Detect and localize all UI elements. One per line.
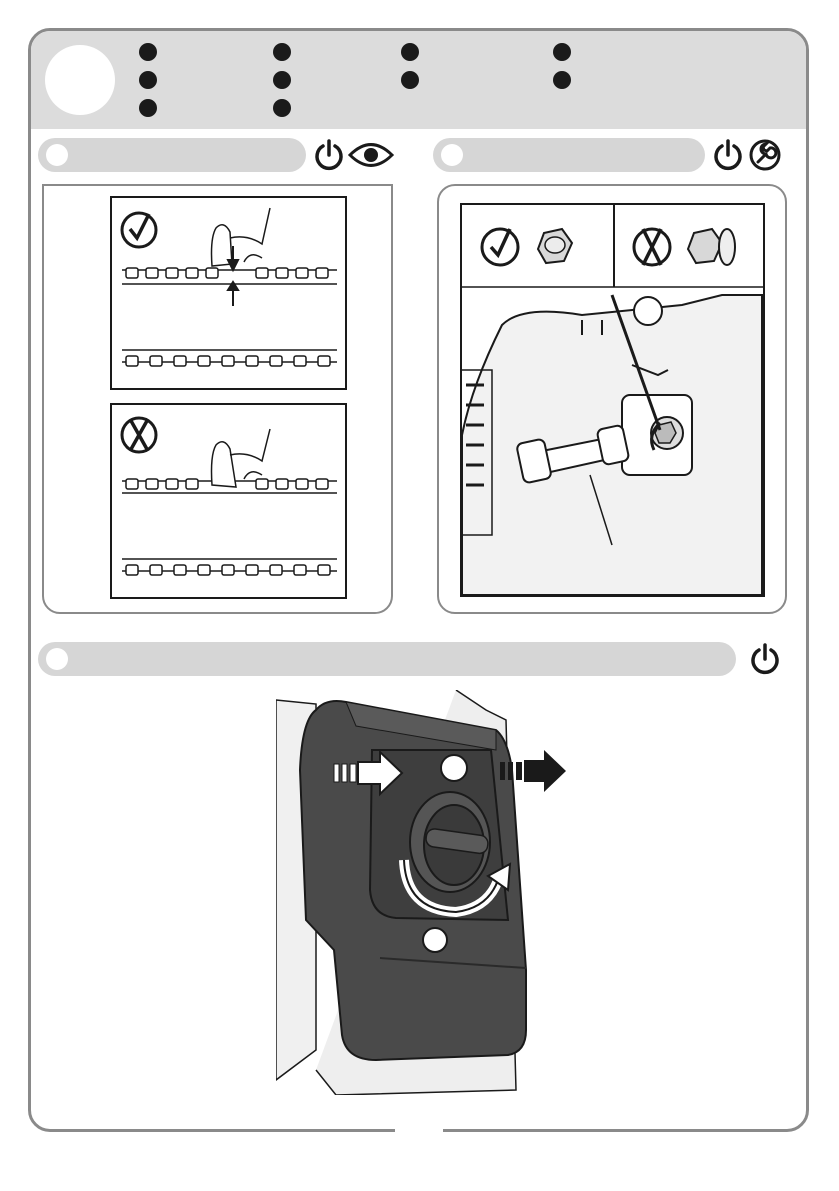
step-number-circle <box>45 45 115 115</box>
eye-icon <box>348 140 394 170</box>
bullet <box>273 43 291 61</box>
chain-incorrect-drawing <box>112 405 345 597</box>
bullet <box>139 43 157 61</box>
figure-chain-incorrect <box>110 403 347 599</box>
bullet <box>401 43 419 61</box>
section-number-dot <box>46 648 68 670</box>
section-bar-nut <box>433 138 705 172</box>
bullet <box>401 71 419 89</box>
bullet <box>553 43 571 61</box>
figure-chain-correct <box>110 196 347 390</box>
wrench-icon <box>748 138 782 172</box>
section-bar-cover <box>38 642 736 676</box>
power-off-icon <box>711 138 745 172</box>
page-number-gap <box>395 1124 443 1138</box>
section-bar-chain-check <box>38 138 306 172</box>
bullet <box>273 71 291 89</box>
bullet <box>139 99 157 117</box>
section-number-dot <box>46 144 68 166</box>
figure-nut <box>460 203 765 597</box>
power-off-icon <box>748 642 782 676</box>
bullet <box>139 71 157 89</box>
power-off-icon <box>312 138 346 172</box>
nut-drawing <box>462 205 763 595</box>
chain-correct-drawing <box>112 198 345 388</box>
header-band <box>31 31 806 129</box>
bullet <box>273 99 291 117</box>
section-number-dot <box>441 144 463 166</box>
bullet <box>553 71 571 89</box>
figure-cover-removal <box>276 690 566 1095</box>
